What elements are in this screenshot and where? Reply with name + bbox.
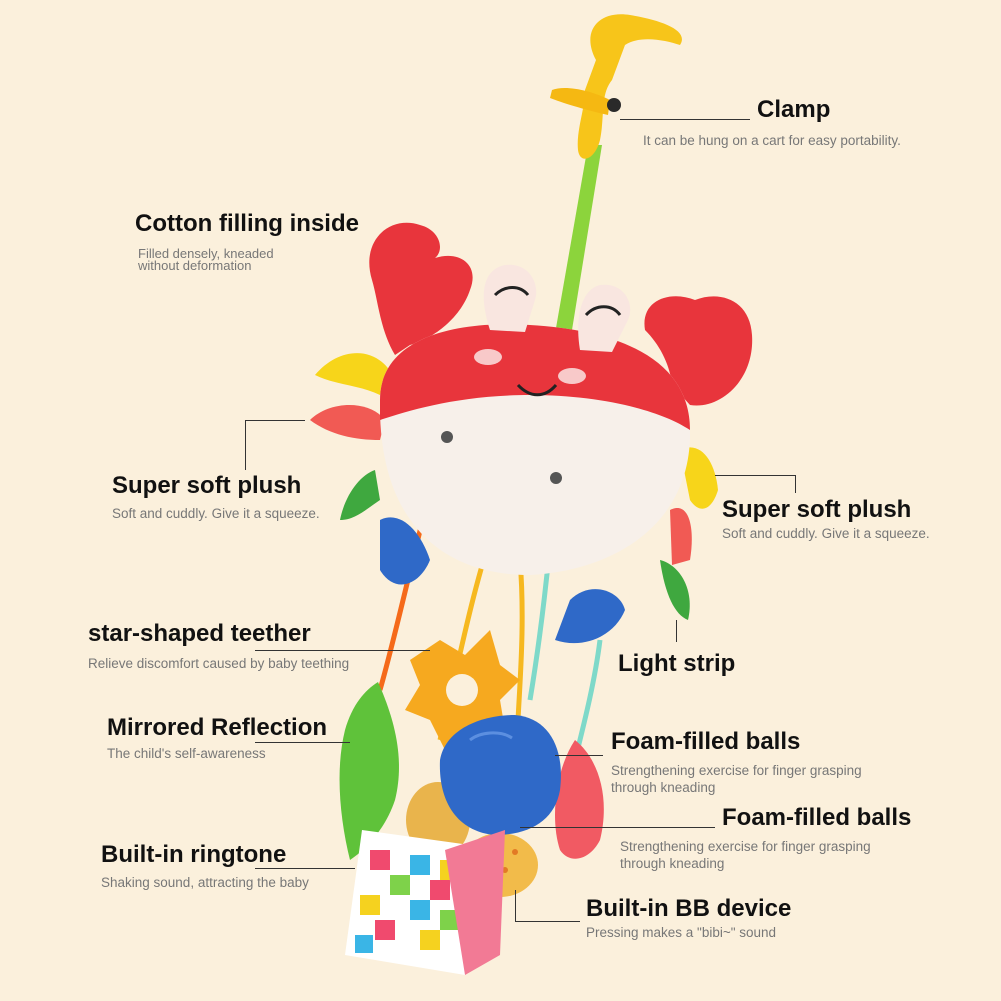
label-desc: The child's self-awareness	[107, 746, 266, 761]
crab-eyes	[483, 264, 631, 352]
label-plush-right: Super soft plush Soft and cuddly. Give i…	[722, 496, 930, 542]
foam-ball	[439, 715, 561, 835]
label-desc: Shaking sound, attracting the baby	[101, 875, 309, 890]
label-title: Built-in ringtone	[101, 841, 287, 868]
crab-body	[379, 324, 691, 575]
label-title: Foam-filled balls	[611, 728, 801, 755]
label-desc: Strengthening exercise for finger graspi…	[611, 763, 862, 778]
checkered-cube	[345, 830, 505, 975]
label-clamp-desc: It can be hung on a cart for easy portab…	[643, 133, 901, 149]
pink-leaf	[555, 740, 604, 859]
leader-line-foam1	[555, 755, 603, 756]
label-title: Super soft plush	[112, 472, 302, 499]
label-foam-2: Foam-filled balls	[722, 804, 911, 832]
label-desc: through kneading	[611, 780, 716, 795]
label-plush-left: Super soft plush Soft and cuddly. Give i…	[112, 472, 320, 522]
leader-line-teether	[255, 650, 430, 651]
label-title: Mirrored Reflection	[107, 714, 328, 741]
label-bb: Built-in BB device Pressing makes a "bib…	[586, 895, 791, 941]
label-desc: It can be hung on a cart for easy portab…	[643, 133, 901, 148]
label-desc: Strengthening exercise for finger graspi…	[620, 839, 871, 854]
label-title: star-shaped teether	[88, 620, 311, 647]
label-desc: Relieve discomfort caused by baby teethi…	[88, 656, 350, 671]
leader-line-mirror	[255, 742, 350, 743]
label-title: Light strip	[618, 650, 736, 677]
clamp	[550, 14, 682, 330]
label-foam-1: Foam-filled balls Strengthening exercise…	[611, 728, 862, 796]
label-title: Built-in BB device	[586, 895, 792, 922]
label-cotton-desc: Filled densely, kneaded without deformat…	[138, 246, 274, 273]
leader-line-foam2	[520, 827, 715, 828]
leader-line-clamp	[620, 119, 750, 120]
leader-line-bb-h	[515, 921, 580, 922]
label-desc: through kneading	[620, 856, 725, 871]
label-light-strip: Light strip	[618, 650, 735, 678]
label-teether: star-shaped teether Relieve discomfort c…	[88, 620, 349, 672]
leader-line-plush-right-v	[795, 475, 796, 493]
label-title: Super soft plush	[722, 496, 912, 523]
label-desc: Filled densely, kneaded	[138, 246, 274, 261]
label-desc: without deformation	[138, 258, 252, 273]
label-desc: Pressing makes a "bibi~" sound	[586, 925, 777, 940]
label-ringtone: Built-in ringtone Shaking sound, attract…	[101, 841, 309, 891]
label-foam-2-desc: Strengthening exercise for finger graspi…	[620, 838, 871, 872]
label-desc: Soft and cuddly. Give it a squeeze.	[112, 506, 320, 521]
leader-line-plush-right-h	[715, 475, 795, 476]
crab-legs-left	[310, 353, 430, 585]
leader-line-light-v	[676, 620, 677, 642]
label-clamp: Clamp	[757, 96, 830, 124]
label-cotton: Cotton filling inside	[135, 210, 359, 238]
label-title: Cotton filling inside	[135, 210, 359, 237]
label-title: Foam-filled balls	[722, 804, 912, 831]
leader-line-plush-left-h	[245, 420, 305, 421]
crab-legs-right	[555, 447, 718, 644]
label-desc: Soft and cuddly. Give it a squeeze.	[722, 526, 930, 541]
leader-line-bb-v	[515, 890, 516, 922]
leader-line-plush-left-v	[245, 420, 246, 470]
label-title: Clamp	[757, 96, 831, 123]
leader-line-ringtone	[255, 868, 355, 869]
mirror-leaf	[339, 682, 399, 860]
label-mirror: Mirrored Reflection The child's self-awa…	[107, 714, 327, 762]
